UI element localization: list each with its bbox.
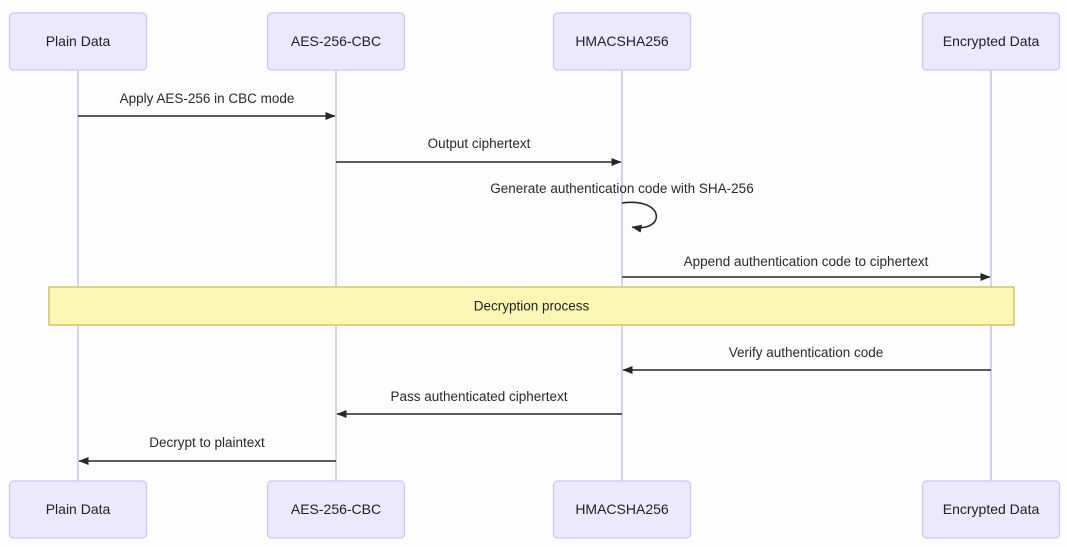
message-m5[interactable]: Verify authentication code [622,345,991,374]
actor-label-aes: AES-256-CBC [291,33,381,49]
message-m2[interactable]: Output ciphertext [336,136,622,166]
actor-label-enc: Encrypted Data [943,33,1040,49]
message-m6[interactable]: Pass authenticated ciphertext [336,389,622,418]
actor-label-hmac: HMACSHA256 [575,33,669,49]
actor-label-aes: AES-256-CBC [291,501,381,517]
lifelines-group [77,70,992,481]
actor-box-hmac-bottom[interactable]: HMACSHA256 [552,480,692,539]
actor-label-plain: Plain Data [46,501,111,517]
actor-box-enc-top[interactable]: Encrypted Data [921,12,1061,71]
actor-box-aes-top[interactable]: AES-256-CBC [266,12,406,71]
self-loop-arrow [621,201,658,233]
message-m3[interactable]: Generate authentication code with SHA-25… [490,181,754,233]
note-label: Decryption process [474,299,590,314]
note-rect [48,286,1015,326]
message-label-m7: Decrypt to plaintext [149,435,265,450]
message-label-m5: Verify authentication code [729,345,884,360]
message-label-m2: Output ciphertext [428,136,531,151]
actor-box-hmac-top[interactable]: HMACSHA256 [552,12,692,71]
message-m7[interactable]: Decrypt to plaintext [78,435,336,465]
actor-box-rect [921,12,1061,71]
message-label-m6: Pass authenticated ciphertext [390,389,567,404]
notes-group: Decryption process [48,286,1015,326]
actor-box-rect [266,480,406,539]
actor-box-rect [921,480,1061,539]
actor-box-plain-top[interactable]: Plain Data [8,12,148,71]
actor-boxes-top: Plain Data AES-256-CBC HMACSHA256 Encrypted… [8,12,1061,71]
actor-box-rect [8,12,148,71]
actor-box-rect [552,12,692,71]
actor-boxes-bottom: Plain Data AES-256-CBC HMACSHA256 Encrypted… [8,480,1061,539]
actor-box-rect [266,12,406,71]
note-n1[interactable]: Decryption process [48,286,1015,326]
actor-label-plain: Plain Data [46,33,111,49]
message-label-m3: Generate authentication code with SHA-25… [490,181,753,196]
actor-box-rect [8,480,148,539]
message-m4[interactable]: Append authentication code to ciphertext [622,254,991,281]
actor-box-enc-bottom[interactable]: Encrypted Data [921,480,1061,539]
actor-label-hmac: HMACSHA256 [575,501,669,517]
message-m1[interactable]: Apply AES-256 in CBC mode [78,91,336,120]
message-label-m1: Apply AES-256 in CBC mode [120,91,295,106]
actor-label-enc: Encrypted Data [943,501,1040,517]
actor-box-plain-bottom[interactable]: Plain Data [8,480,148,539]
actor-box-rect [552,480,692,539]
message-label-m4: Append authentication code to ciphertext [684,254,929,269]
actor-box-aes-bottom[interactable]: AES-256-CBC [266,480,406,539]
